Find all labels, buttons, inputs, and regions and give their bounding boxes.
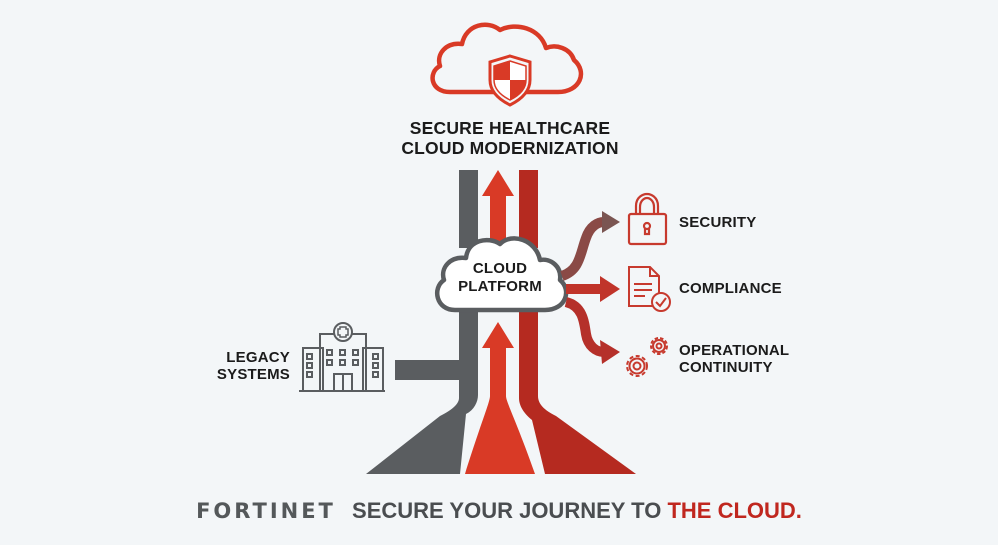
outcome-label: COMPLIANCE bbox=[679, 280, 782, 297]
cloud-platform-line-2: PLATFORM bbox=[458, 277, 542, 295]
upper-grey-bar bbox=[459, 170, 478, 248]
shield-cloud-icon bbox=[430, 22, 584, 107]
dark-red-path bbox=[519, 310, 636, 474]
outcome-compliance: COMPLIANCE bbox=[679, 280, 782, 298]
outcome-label: SECURITY bbox=[679, 214, 757, 231]
tagline-accent: THE CLOUD. bbox=[667, 498, 802, 523]
grey-path bbox=[366, 310, 478, 474]
legacy-line-2: SYSTEMS bbox=[216, 365, 290, 383]
outcome-security: SECURITY bbox=[679, 214, 757, 232]
upper-red-arrow bbox=[482, 170, 514, 245]
fortinet-logo: FORTINET bbox=[196, 499, 336, 523]
title-line-1: SECURE HEALTHCARE bbox=[409, 118, 611, 138]
footer-tagline: FORTINET SECURE YOUR JOURNEY TO THE CLOU… bbox=[0, 498, 998, 524]
legacy-systems-label: LEGACY SYSTEMS bbox=[200, 349, 290, 384]
security-arrow bbox=[559, 211, 620, 281]
outcome-label-line-1: OPERATIONAL bbox=[679, 342, 790, 359]
tagline-text: SECURE YOUR JOURNEY TO bbox=[352, 498, 662, 523]
continuity-arrow bbox=[564, 297, 620, 364]
cloud-icon bbox=[434, 236, 569, 313]
hospital-icon bbox=[299, 322, 385, 392]
cloud-platform-line-1: CLOUD bbox=[472, 260, 528, 277]
lock-icon bbox=[627, 192, 668, 246]
title-line-2: CLOUD MODERNIZATION bbox=[401, 137, 619, 158]
red-arrow bbox=[465, 322, 535, 474]
outcome-operational-continuity: OPERATIONAL CONTINUITY bbox=[679, 342, 790, 377]
upper-dark-red-bar bbox=[519, 170, 538, 248]
cloud-platform-label: CLOUD PLATFORM bbox=[434, 260, 566, 295]
gears-icon bbox=[626, 337, 668, 377]
diagram-title: SECURE HEALTHCARE CLOUD MODERNIZATION bbox=[380, 118, 640, 158]
legacy-line-1: LEGACY bbox=[226, 349, 290, 366]
outcome-label-line-2: CONTINUITY bbox=[679, 358, 773, 376]
compliance-arrow bbox=[566, 276, 620, 302]
document-check-icon bbox=[628, 266, 671, 312]
